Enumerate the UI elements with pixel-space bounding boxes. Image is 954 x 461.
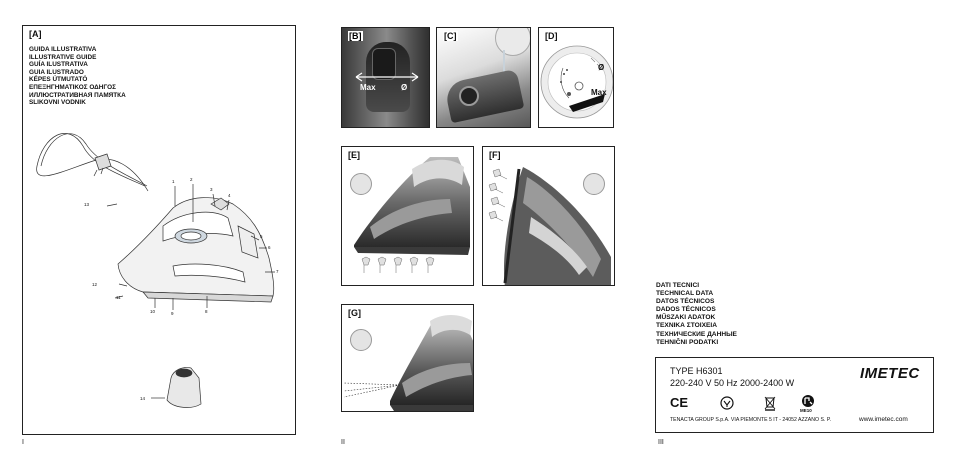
guide-title: GUÍA ILUSTRATIVA [29, 61, 88, 69]
panel-f-label: [F] [489, 150, 501, 160]
tech-title: ΤΕΧΝΙΚΑ ΣΤΟΙΧΕΙΑ [656, 322, 717, 330]
callout-2: 2 [190, 177, 193, 182]
callout-1: 1 [172, 179, 175, 184]
callout-14: 14 [140, 396, 146, 401]
guide-title-list: GUIDA ILLUSTRATIVA ILLUSTRATIVE GUIDE GU… [29, 46, 126, 107]
me-code: ME10 [800, 408, 812, 413]
iron-steam-photo [354, 157, 470, 273]
brand-logo: IMETEC [860, 365, 920, 382]
panel-a: [A] GUIDA ILLUSTRATIVA ILLUSTRATIVE GUID… [22, 25, 296, 435]
callout-4: 4 [228, 193, 231, 198]
technical-data-titles: DATI TECNICI TECHNICAL DATA DATOS TÉCNIC… [656, 282, 737, 347]
guide-title: GUIA ILUSTRADO [29, 68, 84, 76]
guide-title: ИЛЛЮСТРАТИВНАЯ ПАМЯТКА [29, 91, 126, 99]
callout-6: 6 [268, 245, 271, 250]
callout-12: 12 [92, 282, 98, 287]
panel-b: [B] Max Ø [341, 27, 430, 128]
tech-title: DATOS TÉCNICOS [656, 298, 715, 306]
panel-e: [E] [341, 146, 474, 286]
weee-bin-icon [764, 396, 776, 411]
eac-pct-icon [802, 395, 814, 407]
website-text: www.imetec.com [859, 416, 908, 423]
guide-title: GUIDA ILLUSTRATIVA [29, 46, 97, 53]
iron-vertical-photo [488, 167, 611, 285]
panel-b-zero: Ø [401, 83, 408, 92]
panel-g: [G] [341, 304, 474, 412]
tech-title: TECHNICAL DATA [656, 290, 714, 298]
panel-c-label: [C] [443, 31, 458, 41]
guide-title: SLIKOVNI VODNIK [29, 99, 86, 107]
tech-title: DADOS TÉCNICOS [656, 306, 716, 314]
panel-f: [F] [482, 146, 615, 286]
page-number-ii: II [341, 439, 345, 446]
callout-7: 7 [276, 269, 279, 274]
callout-9: 9 [171, 311, 174, 316]
iron-spray-photo [343, 315, 473, 411]
tech-title: TEHNIČNI PODATKI [656, 338, 719, 346]
callout-11: 11 [116, 295, 121, 300]
panel-e-label: [E] [348, 150, 360, 160]
callout-13: 13 [84, 202, 90, 207]
tech-title: MŰSZAKI ADATOK [656, 314, 716, 322]
type-line: TYPE H6301 [670, 366, 723, 376]
panel-a-label: [A] [29, 29, 42, 39]
iron-diagram [36, 133, 275, 408]
callout-5: 5 [260, 234, 263, 239]
page-number-iii: III [658, 439, 664, 446]
panel-d-zero: Ø [598, 63, 605, 72]
panel-b-max: Max [360, 83, 376, 92]
manufacturer-line: TENACTA GROUP S.p.A. VIA PIEMONTE 5 IT -… [670, 417, 832, 423]
panel-d: [D] Ø Max [538, 27, 614, 128]
panel-b-photo [342, 28, 429, 127]
guide-title: ILLUSTRATIVE GUIDE [29, 53, 97, 61]
guide-title: KÉPES ÚTMUTATÓ [29, 76, 88, 84]
rating-plate: TYPE H6301 220-240 V 50 Hz 2000-2400 W I… [655, 357, 934, 433]
callout-10: 10 [150, 309, 156, 314]
panel-c-photo [437, 28, 530, 127]
steam-leaf-icon [350, 173, 372, 195]
ce-mark: CE [670, 395, 689, 410]
temperature-dial [540, 45, 613, 119]
panel-b-label: [B] [348, 31, 363, 41]
panel-d-label: [D] [545, 31, 558, 41]
callout-3: 3 [210, 187, 213, 192]
panel-d-max: Max [591, 88, 607, 97]
callout-8: 8 [205, 309, 208, 314]
panel-c: [C] [436, 27, 531, 128]
tech-title: DATI TECNICI [656, 282, 700, 289]
steam-leaf-icon [583, 173, 605, 195]
specs-line: 220-240 V 50 Hz 2000-2400 W [670, 378, 795, 388]
page-number-i: I [22, 439, 24, 446]
tech-title: ТЕХНИЧЕСКИЕ ДАННЫЕ [656, 330, 737, 338]
cert-mark-icon [720, 396, 734, 410]
panel-g-label: [G] [348, 308, 361, 318]
guide-title: ΕΠΕΞΗΓΗΜΑΤΙΚΟΣ ΟΔΗΓΟΣ [29, 83, 116, 91]
spray-icon [350, 329, 372, 351]
